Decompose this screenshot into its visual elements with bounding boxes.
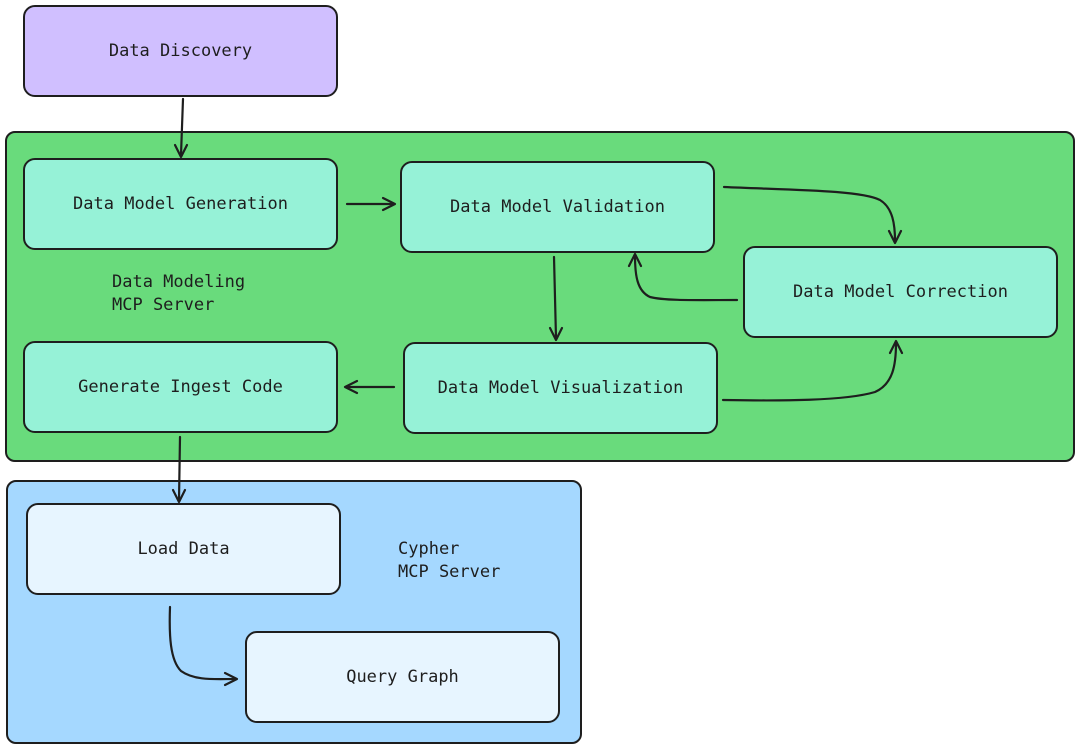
load-data-node[interactable]: Load Data xyxy=(26,503,341,595)
data-model-generation-node[interactable]: Data Model Generation xyxy=(23,158,338,250)
cypher-group-label: Cypher MCP Server xyxy=(398,538,500,584)
query-graph-node[interactable]: Query Graph xyxy=(245,631,560,723)
cypher-label-line1: Cypher xyxy=(398,539,460,559)
generate-ingest-code-label: Generate Ingest Code xyxy=(78,377,283,397)
data-model-visualization-label: Data Model Visualization xyxy=(437,378,684,398)
cypher-label-line2: MCP Server xyxy=(398,562,501,582)
data-model-validation-node[interactable]: Data Model Validation xyxy=(400,161,715,253)
data-model-correction-label: Data Model Correction xyxy=(793,282,1008,302)
data-modeling-label-line1: Data Modeling xyxy=(112,272,246,292)
data-modeling-label-line2: MCP Server xyxy=(112,295,215,315)
data-discovery-label: Data Discovery xyxy=(108,41,253,61)
data-model-correction-node[interactable]: Data Model Correction xyxy=(743,246,1058,338)
data-modeling-group-label: Data Modeling MCP Server xyxy=(112,271,245,317)
data-model-visualization-node[interactable]: Data Model Visualization xyxy=(403,342,718,434)
load-data-label: Load Data xyxy=(137,539,230,559)
generate-ingest-code-node[interactable]: Generate Ingest Code xyxy=(23,341,338,433)
data-model-validation-label: Data Model Validation xyxy=(450,197,665,217)
query-graph-label: Query Graph xyxy=(346,667,459,687)
data-discovery-node[interactable]: Data Discovery xyxy=(23,5,338,97)
data-model-generation-label: Data Model Generation xyxy=(73,194,288,214)
